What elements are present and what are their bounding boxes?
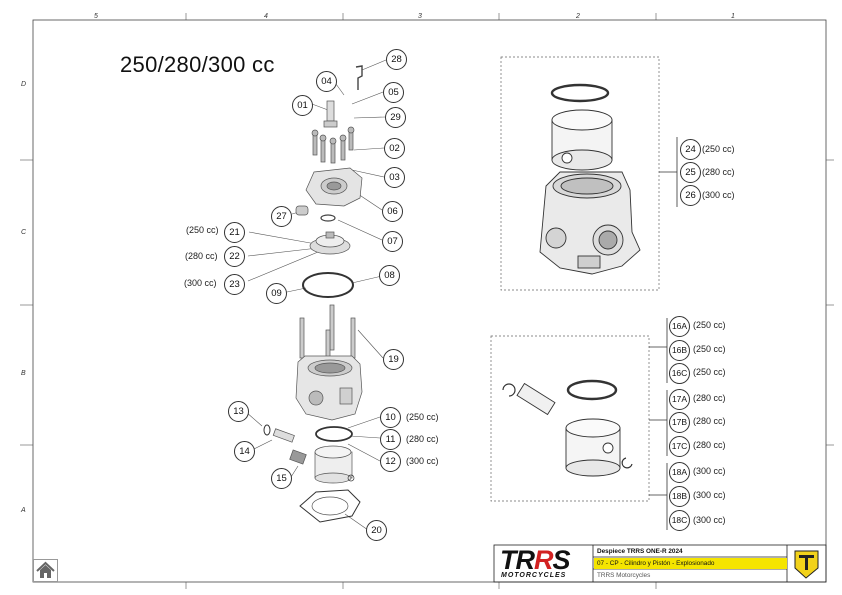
callout-01: 01 xyxy=(292,95,313,116)
callout-07: 07 xyxy=(382,231,403,252)
title-block-line3: TRRS Motorcycles xyxy=(597,572,651,579)
variant-label: (250 cc) xyxy=(406,412,439,422)
callout-23: 23 xyxy=(224,274,245,295)
title-highlight xyxy=(594,558,787,569)
callout-27: 27 xyxy=(271,206,292,227)
callout-08: 08 xyxy=(379,265,400,286)
variant-label: (250 cc) xyxy=(693,320,726,330)
brand-wordmark: TRRS xyxy=(500,545,571,575)
trrs-shield-logo-icon xyxy=(794,550,819,579)
callout-04: 04 xyxy=(316,71,337,92)
callout-10: 10 xyxy=(380,407,401,428)
callout-11: 11 xyxy=(380,429,401,450)
title-block-line2: 07 - CP - Cilindro y Pistón - Explosiona… xyxy=(597,560,715,567)
callout-26: 26 xyxy=(680,185,701,206)
callout-22: 22 xyxy=(224,246,245,267)
variant-label: (280 cc) xyxy=(693,440,726,450)
callout-09: 09 xyxy=(266,283,287,304)
callout-16a: 16A xyxy=(669,316,690,337)
callout-18b: 18B xyxy=(669,486,690,507)
callout-16c: 16C xyxy=(669,363,690,384)
variant-label: (280 cc) xyxy=(185,251,218,261)
variant-label: (300 cc) xyxy=(184,278,217,288)
callout-03: 03 xyxy=(384,167,405,188)
callout-21: 21 xyxy=(224,222,245,243)
callout-25: 25 xyxy=(680,162,701,183)
variant-label: (300 cc) xyxy=(702,190,735,200)
grid-column-label: 4 xyxy=(264,13,268,20)
variant-label: (280 cc) xyxy=(702,167,735,177)
variant-label: (280 cc) xyxy=(406,434,439,444)
grid-column-label: 3 xyxy=(418,13,422,20)
page-title: 250/280/300 cc xyxy=(120,52,275,77)
callout-16b: 16B xyxy=(669,340,690,361)
variant-label: (300 cc) xyxy=(693,466,726,476)
callout-02: 02 xyxy=(384,138,405,159)
callout-13: 13 xyxy=(228,401,249,422)
callout-17a: 17A xyxy=(669,389,690,410)
variant-label: (300 cc) xyxy=(406,456,439,466)
callout-18a: 18A xyxy=(669,462,690,483)
callout-17c: 17C xyxy=(669,436,690,457)
grid-row-label: D xyxy=(21,81,27,88)
variant-label: (250 cc) xyxy=(693,344,726,354)
callout-24: 24 xyxy=(680,139,701,160)
variant-label: (250 cc) xyxy=(702,144,735,154)
grid-column-label: 5 xyxy=(94,13,98,20)
variant-label: (280 cc) xyxy=(693,416,726,426)
grid-row-label: C xyxy=(21,229,27,236)
variant-label: (300 cc) xyxy=(693,515,726,525)
callout-20: 20 xyxy=(366,520,387,541)
callout-28: 28 xyxy=(386,49,407,70)
callout-19: 19 xyxy=(383,349,404,370)
title-block-line1: Despiece TRRS ONE-R 2024 xyxy=(597,548,683,555)
callout-15: 15 xyxy=(271,468,292,489)
grid-column-label: 1 xyxy=(731,13,735,20)
callout-06: 06 xyxy=(382,201,403,222)
callout-18c: 18C xyxy=(669,510,690,531)
grid-column-label: 2 xyxy=(576,13,580,20)
brand-subtitle: MOTORCYCLES xyxy=(501,572,567,579)
callout-05: 05 xyxy=(383,82,404,103)
callout-14: 14 xyxy=(234,441,255,462)
variant-label: (280 cc) xyxy=(693,393,726,403)
variant-label: (300 cc) xyxy=(693,490,726,500)
callout-12: 12 xyxy=(380,451,401,472)
callout-17b: 17B xyxy=(669,412,690,433)
home-button[interactable] xyxy=(33,559,58,582)
brand-logo: TRRS MOTORCYCLES xyxy=(498,545,590,580)
variant-label: (250 cc) xyxy=(693,367,726,377)
variant-label: (250 cc) xyxy=(186,225,219,235)
home-icon xyxy=(36,561,55,578)
grid-row-label: B xyxy=(21,370,26,377)
callout-29: 29 xyxy=(385,107,406,128)
grid-row-label: A xyxy=(21,507,26,514)
